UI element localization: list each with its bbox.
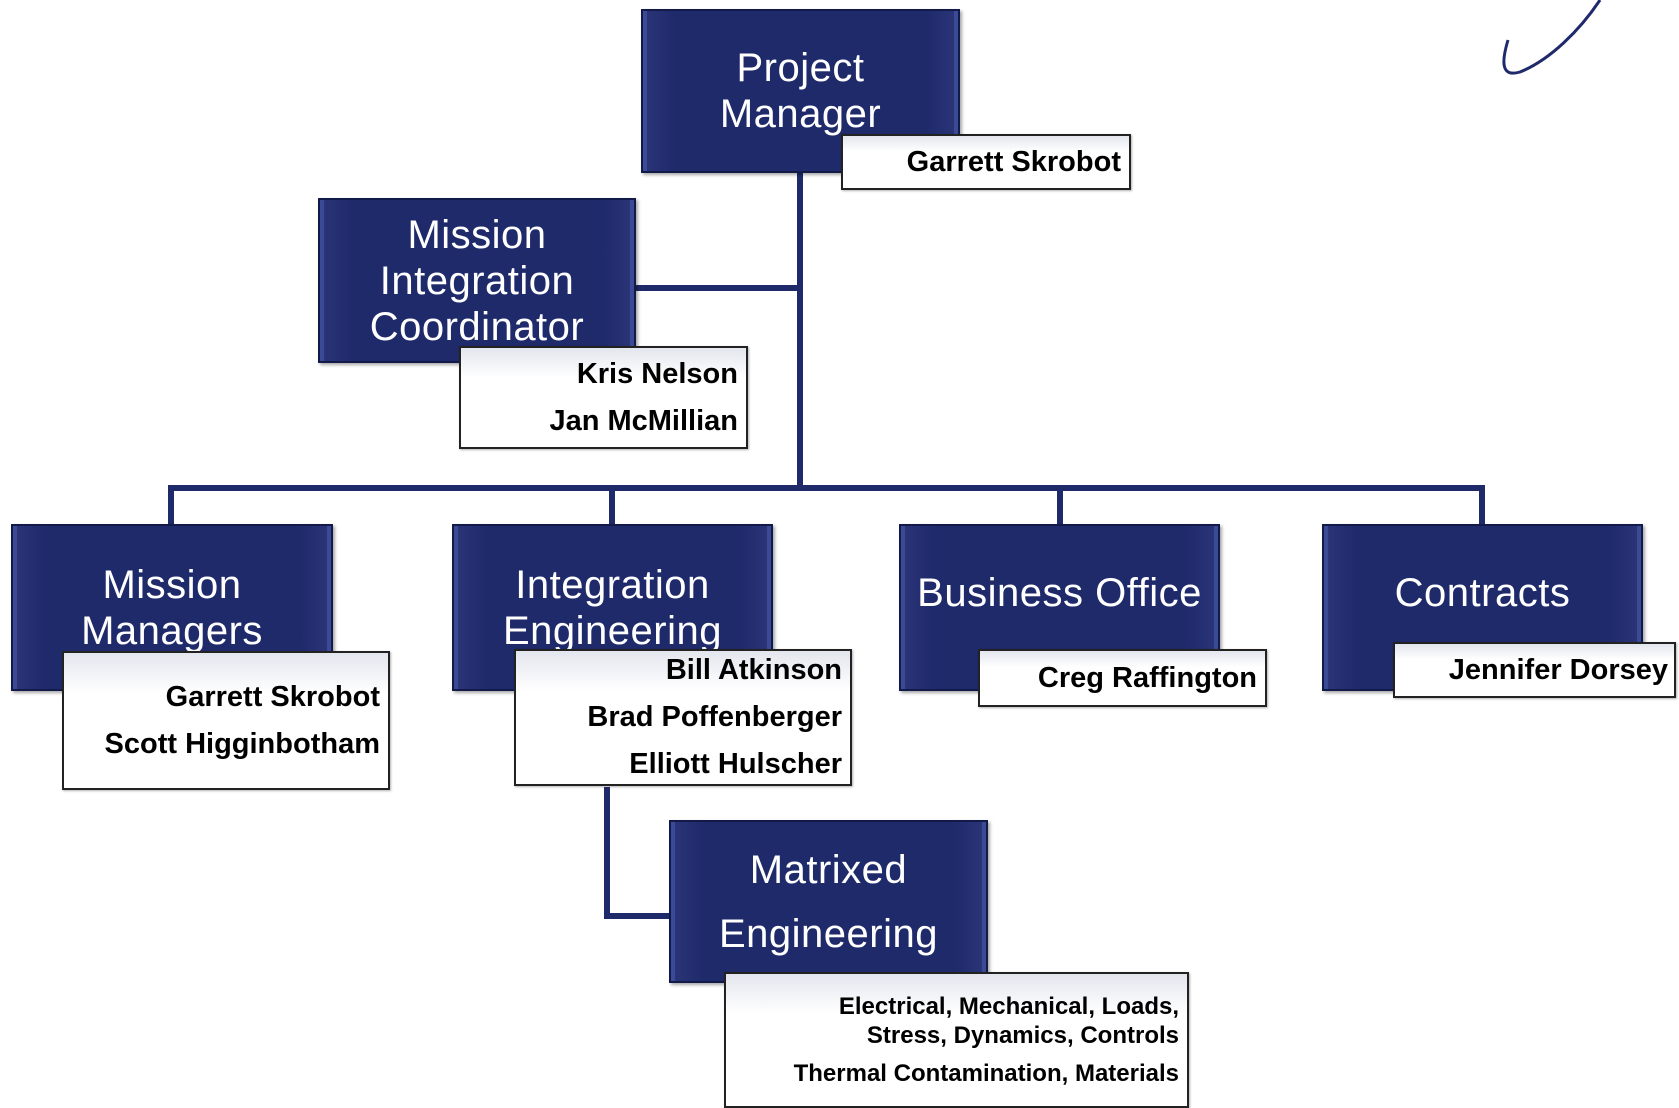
coordinator-name-1: Kris Nelson xyxy=(576,357,738,390)
business-office-name: Creg Raffington xyxy=(1037,661,1257,694)
mission-managers-title-line2: Managers xyxy=(81,608,263,653)
integration-engineering-names: Bill Atkinson Brad Poffenberger Elliott … xyxy=(514,649,852,786)
business-office-title: Business Office xyxy=(917,571,1202,615)
mission-integration-coordinator-box: Mission Integration Coordinator xyxy=(318,198,636,363)
business-office-names: Creg Raffington xyxy=(978,649,1267,707)
contracts-name: Jennifer Dorsey xyxy=(1448,653,1668,686)
contracts-names: Jennifer Dorsey xyxy=(1393,642,1676,698)
integration-engineering-title-line2: Engineering xyxy=(503,608,722,653)
matrixed-engineering-disciplines-1: Electrical, Mechanical, Loads, xyxy=(838,993,1179,1020)
mission-managers-name-2: Scott Higginbotham xyxy=(104,727,380,760)
project-manager-names: Garrett Skrobot xyxy=(841,134,1131,190)
integration-engineering-name-1: Bill Atkinson xyxy=(665,654,842,686)
coordinator-title-line1: Mission xyxy=(407,212,547,257)
coordinator-title-line2: Integration xyxy=(379,258,575,303)
project-manager-title-line2: Manager xyxy=(719,92,882,136)
coordinator-name-2: Jan McMillian xyxy=(549,404,738,437)
mission-managers-title-line1: Mission xyxy=(102,562,242,607)
contracts-title: Contracts xyxy=(1394,571,1571,615)
project-manager-title-line1: Project xyxy=(736,46,865,90)
decorative-flourish xyxy=(1502,0,1602,75)
project-manager-name: Garrett Skrobot xyxy=(906,145,1121,178)
matrixed-engineering-title-line1: Matrixed xyxy=(749,847,908,892)
coordinator-names: Kris Nelson Jan McMillian xyxy=(459,346,748,449)
mission-managers-names: Garrett Skrobot Scott Higginbotham xyxy=(62,651,390,790)
matrixed-engineering-disciplines-3: Thermal Contamination, Materials xyxy=(793,1060,1179,1087)
coordinator-title-line3: Coordinator xyxy=(369,304,585,349)
matrixed-engineering-box: Matrixed Engineering xyxy=(669,820,988,983)
matrixed-engineering-title-line2: Engineering xyxy=(719,911,938,956)
integration-engineering-title-line1: Integration xyxy=(515,562,710,607)
project-manager-box: Project Manager xyxy=(641,9,960,173)
matrixed-engineering-disciplines-2: Stress, Dynamics, Controls xyxy=(866,1022,1179,1049)
mission-managers-name-1: Garrett Skrobot xyxy=(165,680,380,713)
integration-engineering-name-3: Elliott Hulscher xyxy=(629,748,842,780)
integration-engineering-name-2: Brad Poffenberger xyxy=(587,701,842,733)
connector-matrixed-engineering xyxy=(604,787,672,919)
matrixed-engineering-names: Electrical, Mechanical, Loads, Stress, D… xyxy=(724,972,1189,1108)
